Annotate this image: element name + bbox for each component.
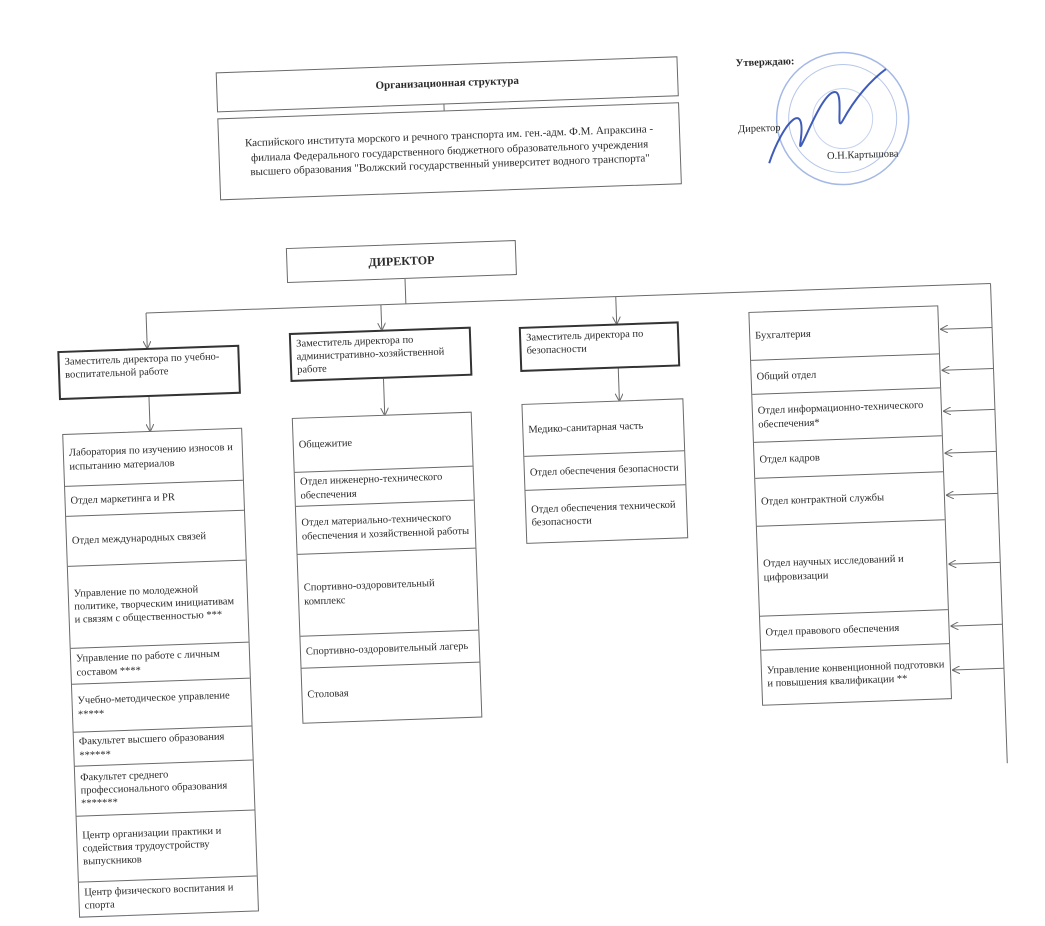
unit-personnel-work: Управление по работе с личным составом *… [71, 643, 250, 685]
deputy-administrative: Заместитель директора по административно… [289, 327, 473, 382]
unit-technical-security: Отдел обеспечения технической безопаснос… [525, 485, 687, 543]
direct-unit-arrow [945, 451, 996, 453]
unit-sports-center: Центр физического воспитания и спорта [79, 876, 258, 916]
unit-label: Отдел материально-технического обеспечен… [301, 511, 470, 543]
unit-label: Управление по молодежной политике, творч… [74, 582, 243, 627]
direct-unit-arrow [951, 624, 1002, 626]
unit-label: Столовая [307, 688, 349, 703]
drop-deputy-3 [616, 297, 617, 324]
deputy-security: Заместитель директора по безопасности [519, 321, 680, 372]
educational-units-list: Лаборатория по изучению износов и испыта… [62, 428, 259, 918]
direct-unit-arrow [947, 493, 998, 495]
direct-unit-arrow [943, 368, 994, 370]
unit-label: Отдел кадров [759, 452, 820, 467]
unit-label: Отдел информационно-технического обеспеч… [758, 399, 937, 431]
direct-units-feed-line [991, 283, 1008, 763]
direct-units-list: Бухгалтерия Общий отдел Отдел информацио… [748, 305, 952, 705]
deputy-2-to-units [383, 379, 384, 415]
deputy-3-to-units [618, 369, 619, 401]
unit-convention-training: Управление конвенционной подготовки и по… [761, 644, 951, 705]
unit-youth-policy: Управление по молодежной политике, творч… [68, 561, 249, 649]
chart-title-text: Организационная структура [375, 75, 519, 94]
unit-label: Спортивно-оздоровительный комплекс [304, 576, 473, 608]
approve-label: Утверждаю: [736, 56, 795, 69]
unit-it-support: Отдел информационно-технического обеспеч… [752, 388, 942, 443]
unit-label: Отдел правового обеспечения [765, 622, 899, 640]
director-to-bus-line [405, 279, 406, 304]
unit-secondary-education-faculty: Факультет среднего профессионального обр… [75, 761, 255, 817]
unit-label: Факультет среднего профессионального обр… [80, 766, 249, 811]
unit-label: Управление по работе с личным составом *… [76, 647, 245, 679]
unit-medical: Медико-санитарная часть [522, 399, 684, 457]
unit-label: Отдел обеспечения технической безопаснос… [531, 498, 682, 529]
deputy-educational: Заместитель директора по учебно-воспитат… [57, 345, 241, 400]
deputy-1-to-units [149, 397, 150, 431]
unit-accounting: Бухгалтерия [749, 306, 939, 361]
unit-dormitory: Общежитие [293, 413, 473, 473]
direct-unit-arrow [953, 668, 1004, 670]
deputy-administrative-label: Заместитель директора по административно… [296, 335, 444, 376]
unit-label: Медико-санитарная часть [528, 420, 643, 437]
direct-unit-arrow [949, 562, 1000, 564]
deputy-security-label: Заместитель директора по безопасности [526, 329, 644, 357]
director-label: ДИРЕКТОР [368, 253, 435, 270]
unit-label: Учебно-методическое управление ***** [77, 689, 246, 721]
unit-label: Отдел маркетинга и PR [70, 491, 175, 508]
unit-career-center: Центр организации практики и содействия … [77, 811, 257, 883]
unit-security-support: Отдел обеспечения безопасности [524, 451, 685, 491]
unit-sports-complex: Спортивно-оздоровительный комплекс [298, 549, 479, 637]
unit-label: Центр организации практики и содействия … [82, 823, 251, 868]
organization-name: Каспийского института морского и речного… [217, 102, 682, 200]
unit-materials-lab: Лаборатория по изучению износов и испыта… [63, 429, 243, 487]
unit-methodical-management: Учебно-методическое управление ***** [72, 679, 252, 733]
unit-contract-service: Отдел контрактной службы [755, 472, 945, 527]
security-units-list: Медико-санитарная часть Отдел обеспечени… [521, 398, 688, 544]
direct-unit-arrow [944, 409, 995, 411]
unit-label: Спортивно-оздоровительный лагерь [306, 640, 469, 659]
organization-name-text: Каспийского института морского и речного… [229, 121, 670, 181]
approval-block: Утверждаю: Директор О.Н.Картышова [735, 37, 960, 195]
unit-label: Общежитие [299, 437, 353, 452]
position-label: Директор [738, 123, 781, 135]
unit-research-digitalization: Отдел научных исследований и цифровизаци… [757, 520, 948, 617]
unit-label: Факультет высшего образования ****** [79, 730, 248, 762]
drop-deputy-1 [146, 313, 147, 348]
unit-label: Общий отдел [756, 369, 816, 384]
unit-label: Управление конвенционной подготовки и по… [767, 658, 946, 690]
unit-international-relations: Отдел международных связей [66, 511, 246, 567]
unit-label: Лаборатория по изучению износов и испыта… [69, 441, 238, 473]
unit-label: Отдел научных исследований и цифровизаци… [763, 552, 942, 584]
unit-material-support: Отдел материально-технического обеспечен… [296, 501, 476, 555]
administrative-units-list: Общежитие Отдел инженерно-технического о… [292, 412, 483, 724]
unit-label: Отдел международных связей [72, 530, 207, 548]
direct-unit-arrow [941, 327, 992, 329]
unit-canteen: Столовая [302, 663, 482, 723]
drop-deputy-2 [381, 305, 382, 330]
unit-label: Отдел контрактной службы [761, 491, 885, 508]
unit-label: Отдел обеспечения безопасности [530, 461, 679, 479]
deputy-educational-label: Заместитель директора по учебно-воспитат… [65, 351, 220, 381]
unit-label: Отдел инженерно-технического обеспечения [300, 470, 469, 502]
unit-label: Бухгалтерия [755, 328, 811, 343]
